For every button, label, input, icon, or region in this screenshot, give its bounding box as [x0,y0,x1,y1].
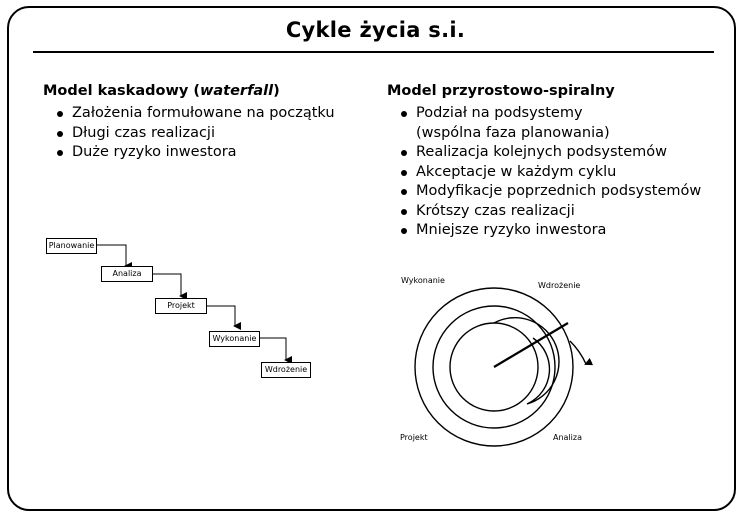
list-item-text: Mniejsze ryzyko inwestora [416,222,607,238]
waterfall-connector [152,273,187,300]
list-item: Podział na podsystemy [401,104,701,124]
list-item-text: Krótszy czas realizacji [416,202,575,219]
waterfall-step-projekt: Projekt [155,298,207,314]
bullet-icon [401,189,407,195]
list-item: Krótszy czas realizacji [401,202,701,222]
list-item-text: (wspólna faza planowania) [416,124,610,141]
list-item: Modyfikacje poprzednich podsystemów [401,182,701,202]
waterfall-heading-em: waterfall [199,83,274,99]
spiral-outer-arc [569,340,594,366]
slide-title: Cykle życia s.i. [285,18,466,42]
spiral-ring-middle [432,305,556,429]
spiral-bullet-list: Podział na podsystemy (wspólna faza plan… [401,104,701,241]
list-item-text: Podział na podsystemy [416,105,583,121]
list-item-text: Realizacja kolejnych podsystemów [416,144,667,160]
bullet-icon [401,111,407,117]
bullet-icon [401,228,407,234]
waterfall-connector [259,337,292,364]
list-item-text: Długi czas realizacji [72,124,215,141]
list-item-continuation: (wspólna faza planowania) [401,124,701,144]
list-item: Długi czas realizacji [57,124,335,144]
list-item-text: Modyfikacje poprzednich podsystemów [416,183,702,199]
list-item-text: Założenia formułowane na początku [72,105,335,121]
waterfall-heading: Model kaskadowy (waterfall) [43,83,280,99]
spiral-turn [493,316,560,405]
spiral-label-projekt: Projekt [400,433,428,442]
list-item: Mniejsze ryzyko inwestora [401,221,701,241]
spiral-label-wdrozenie: Wdrożenie [538,281,581,290]
waterfall-step-wdrozenie: Wdrożenie [261,362,311,378]
bullet-icon [57,130,63,137]
waterfall-heading-suffix: ) [273,83,280,99]
slide-frame [7,6,736,511]
bullet-icon [57,150,63,156]
bullet-icon [57,111,63,117]
spiral-label-analiza: Analiza [553,433,582,442]
waterfall-step-analiza: Analiza [101,266,153,282]
spiral-ring-outer [414,287,574,447]
title-divider [33,51,714,53]
spiral-radius-line [493,322,569,368]
waterfall-connector [207,305,241,330]
waterfall-step-planowanie: Planowanie [46,238,97,254]
waterfall-bullet-list: Założenia formułowane na początku Długi … [57,104,335,163]
bullet-icon [401,208,407,215]
list-item: Realizacja kolejnych podsystemów [401,143,701,163]
list-item: Założenia formułowane na początku [57,104,335,124]
list-item-text: Duże ryzyko inwestora [72,144,237,160]
list-item-text: Akceptacje w każdym cyklu [416,163,617,180]
spiral-label-wykonanie: Wykonanie [401,276,445,285]
list-item: Duże ryzyko inwestora [57,143,335,163]
bullet-icon [401,150,407,156]
list-item: Akceptacje w każdym cyklu [401,163,701,183]
spiral-heading: Model przyrostowo-spiralny [387,83,615,99]
waterfall-connector [96,244,132,270]
waterfall-step-wykonanie: Wykonanie [209,331,260,347]
waterfall-heading-prefix: Model kaskadowy ( [43,83,200,99]
bullet-icon [401,169,407,176]
